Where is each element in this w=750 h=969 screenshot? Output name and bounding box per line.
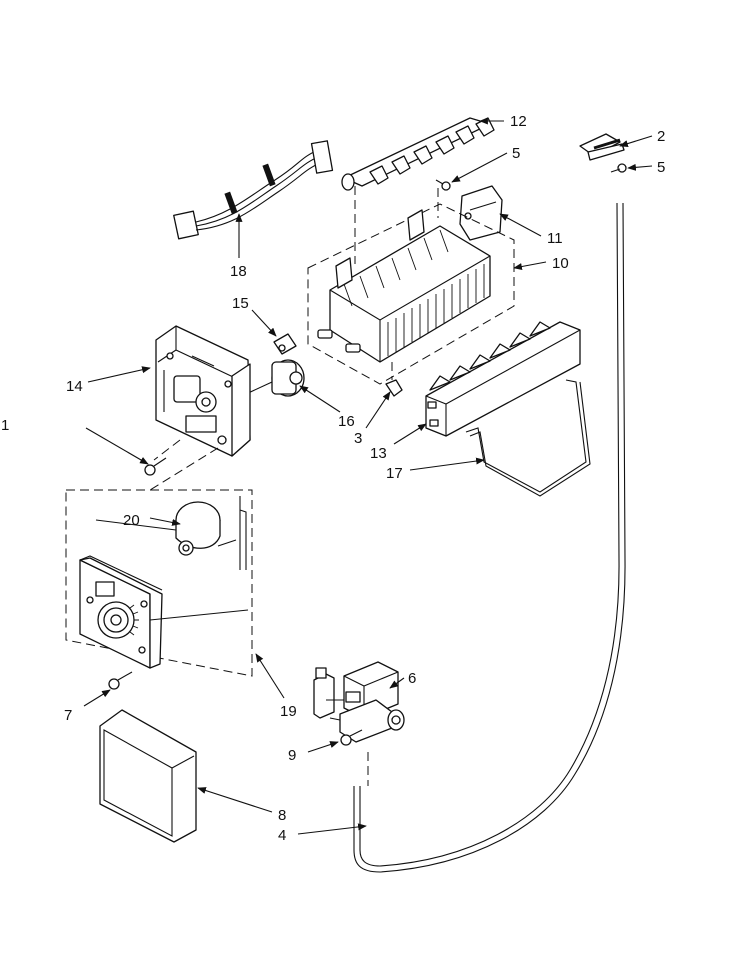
callout-20: 20 <box>123 512 140 529</box>
water-valve-part <box>313 661 405 743</box>
callout-14: 14 <box>66 378 83 395</box>
callout-17: 17 <box>386 465 403 482</box>
callout-11: 11 <box>547 230 563 247</box>
callout-18: 18 <box>230 263 247 280</box>
callout-2: 2 <box>657 128 665 145</box>
callout-9: 9 <box>288 747 296 764</box>
callout-15: 15 <box>232 295 249 312</box>
callout-5b: 5 <box>657 159 665 176</box>
clip-part <box>385 362 403 397</box>
screw-part-5 <box>340 729 363 746</box>
module-group-outline <box>65 489 253 677</box>
callout-13: 13 <box>370 445 387 462</box>
callout-12: 12 <box>510 113 527 130</box>
thermostat-clip-part <box>273 333 297 355</box>
screw-part <box>610 163 627 173</box>
leader-lines <box>83 117 653 835</box>
callout-16: 16 <box>338 413 355 430</box>
wire-harness-part <box>173 140 334 240</box>
callout-7: 7 <box>64 707 72 724</box>
callout-8: 8 <box>278 807 286 824</box>
thermostat-part <box>245 359 305 397</box>
screw-part-2 <box>435 179 451 191</box>
ice-mold-part <box>317 186 491 363</box>
callout-5a: 5 <box>512 145 520 162</box>
screw-part-4 <box>108 671 133 690</box>
ejector-part <box>341 117 495 191</box>
callout-3: 3 <box>354 430 362 447</box>
callout-19: 19 <box>280 703 297 720</box>
motor-part <box>95 496 247 570</box>
control-housing-part <box>149 325 251 491</box>
ice-mold-group-outline <box>307 203 515 385</box>
fill-tube-part <box>353 202 626 873</box>
callout-10: 10 <box>552 255 569 272</box>
callout-labels: 1 2 3 4 5 5 6 7 8 9 10 11 12 13 14 15 16… <box>1 113 665 844</box>
shutoff-arm-part <box>465 379 591 497</box>
ice-stripper-part <box>425 321 581 437</box>
callout-6: 6 <box>408 670 416 687</box>
callout-1: 1 <box>1 417 9 434</box>
screw-part-3 <box>144 457 167 476</box>
cover-part <box>99 709 197 843</box>
thermostat-bracket-part <box>459 185 503 241</box>
module-plate-part <box>79 555 249 669</box>
callout-4: 4 <box>278 827 286 844</box>
bracket-part <box>579 133 625 161</box>
